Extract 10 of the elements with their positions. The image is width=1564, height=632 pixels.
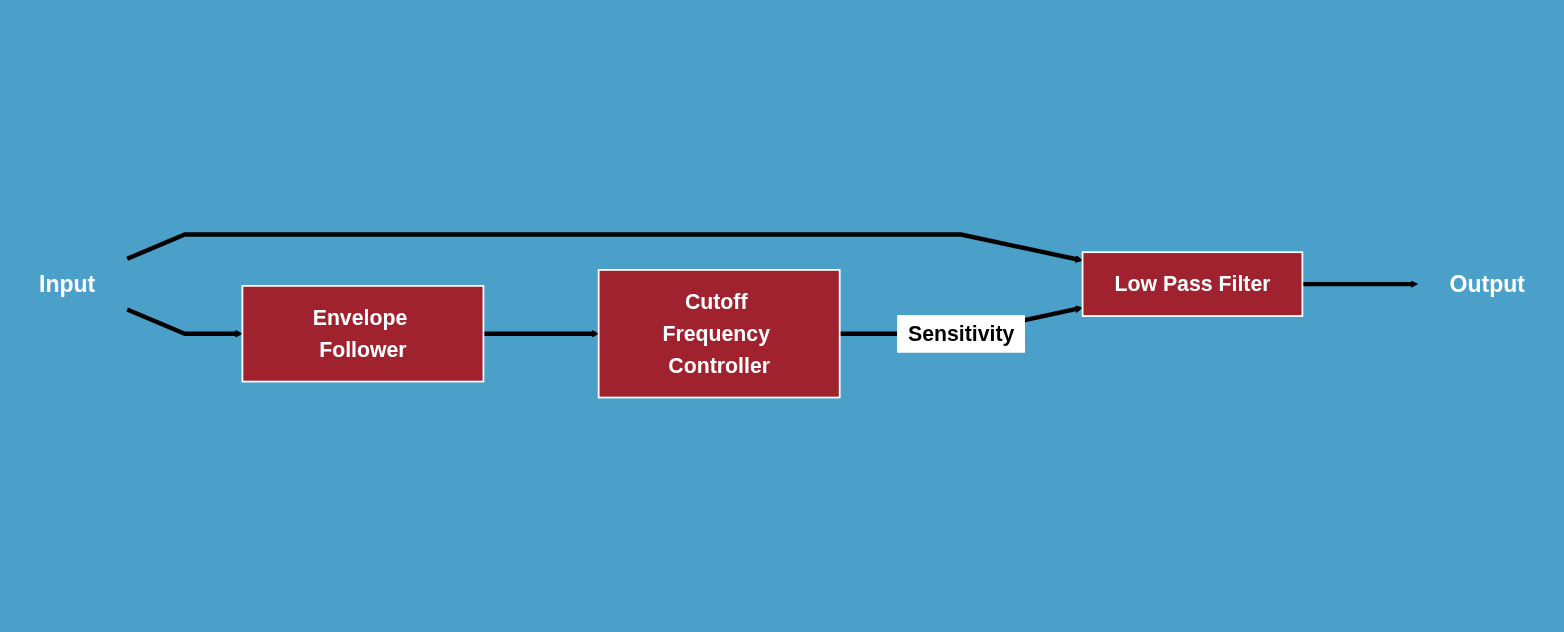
- arrow: [126, 307, 243, 338]
- node-text: Output: [1449, 270, 1526, 297]
- arrow: [126, 232, 1083, 263]
- node-box: Envelope Follower: [241, 285, 485, 383]
- node-box: Low Pass Filter: [1081, 251, 1304, 317]
- edge-label: Sensitivity: [907, 321, 1015, 346]
- arrow: [483, 329, 599, 338]
- node-text: Input: [38, 270, 96, 297]
- arrow: [1302, 280, 1418, 288]
- node-box: Cutoff Frequency Controller: [597, 269, 841, 399]
